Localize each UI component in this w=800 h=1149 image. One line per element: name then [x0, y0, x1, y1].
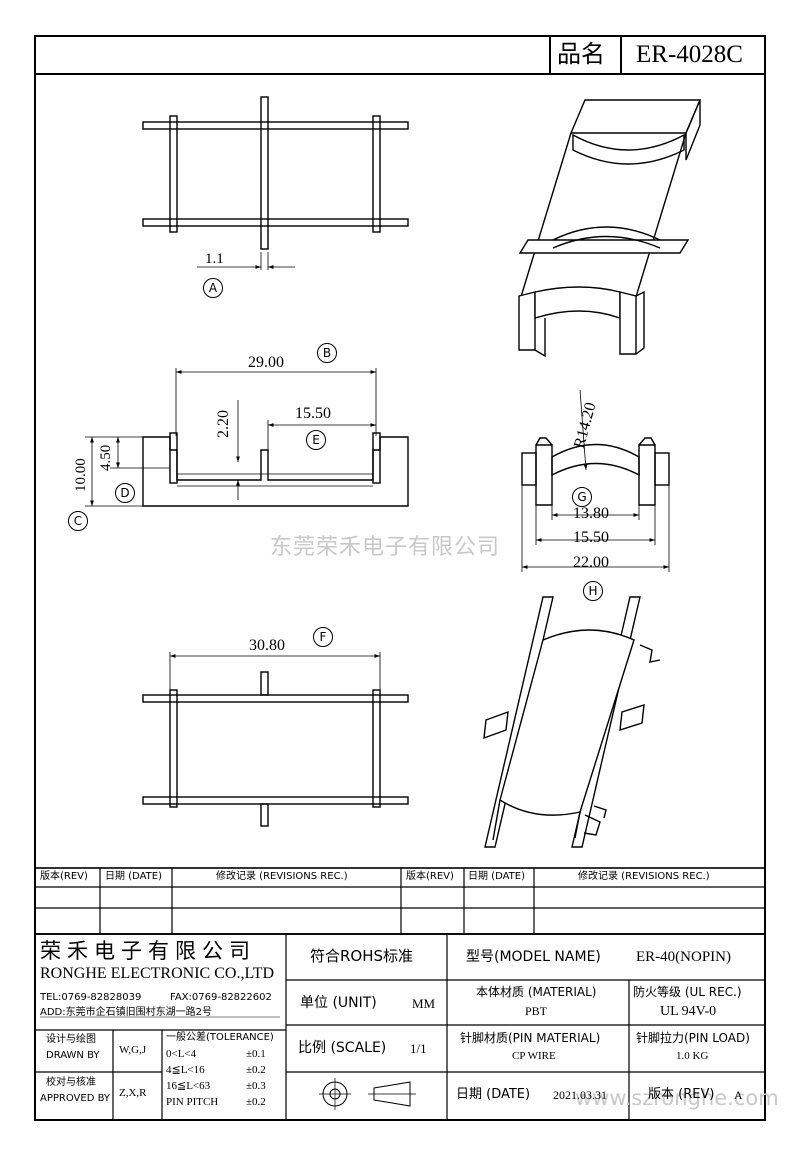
dim-g-outer: 22.00: [573, 554, 609, 571]
iso-view-lower: [483, 596, 661, 848]
dim-b-slot-depth: 2.20: [215, 410, 232, 438]
designer-label-cn: 设计与绘图: [46, 1034, 96, 1045]
approver-label-cn: 校对与核准: [46, 1077, 96, 1088]
fire-rating-value: UL 94V-0: [660, 1004, 717, 1019]
callout-b: B: [317, 343, 337, 363]
dim-b-overall: 29.00: [248, 354, 284, 371]
approver-value: Z,X,R: [119, 1087, 147, 1099]
part-name-label: 品名: [557, 40, 605, 68]
rev-header-rev-2: 版本(REV): [406, 871, 454, 882]
designer-value: W,G,J: [119, 1044, 147, 1056]
tolerance-range-4: PIN PITCH: [166, 1096, 219, 1108]
view-a-top: [142, 96, 409, 270]
callout-e: E: [306, 430, 326, 450]
view-g-side: [521, 389, 670, 572]
rev-header-date-2: 日期 (DATE): [468, 871, 525, 882]
callout-f: F: [313, 627, 333, 647]
tolerance-title: 一般公差(TOLERANCE): [166, 1032, 274, 1043]
company-tel: TEL:0769-82828039: [40, 992, 142, 1003]
tolerance-range-1: 0<L<4: [166, 1048, 197, 1060]
view-b-front: [85, 368, 409, 507]
pin-load-label: 针脚拉力(PIN LOAD): [636, 1031, 750, 1045]
company-fax: FAX:0769-82822602: [170, 992, 272, 1003]
unit-value: MM: [412, 996, 436, 1011]
dim-b-inner: 15.50: [295, 405, 331, 422]
sheet-frame: [34, 35, 766, 1121]
callout-d: D: [115, 483, 135, 503]
company-address: ADD:东莞市企石镇旧围村东湖一路2号: [40, 1007, 212, 1018]
title-block-grid: [35, 933, 765, 1120]
rev-value: A: [734, 1088, 743, 1102]
date-label: 日期 (DATE): [456, 1087, 531, 1102]
revision-table: [34, 867, 766, 935]
view-f-bottom: [142, 652, 409, 827]
dim-a-pin-width: 1.1: [205, 251, 224, 267]
dim-g-mid: 15.50: [573, 529, 609, 546]
model-label: 型号(MODEL NAME): [466, 949, 601, 965]
rev-header-rec-1: 修改记录 (REVISIONS REC.): [216, 871, 348, 882]
scale-label: 比例 (SCALE): [298, 1040, 387, 1056]
rev-header-date-1: 日期 (DATE): [105, 871, 162, 882]
company-name-cn: 荣禾电子有限公司: [40, 939, 256, 963]
pin-load-value: 1.0 KG: [676, 1050, 709, 1062]
tolerance-range-2: 4≦L<16: [166, 1064, 205, 1076]
iso-view-upper: [518, 99, 702, 358]
designer-label-en: DRAWN BY: [46, 1050, 100, 1061]
callout-g: G: [572, 487, 592, 507]
pin-material-value: CP WIRE: [512, 1050, 556, 1062]
approver-label-en: APPROVED BY: [40, 1093, 111, 1104]
watermark-url: www.szronghe.com: [575, 1086, 779, 1110]
date-value: 2021.03.31: [553, 1088, 607, 1102]
rohs-compliance: 符合ROHS标准: [310, 947, 414, 965]
rev-label: 版本 (REV): [648, 1087, 715, 1102]
unit-label: 单位 (UNIT): [300, 995, 377, 1011]
watermark-company: 东莞荣禾电子有限公司: [270, 535, 501, 560]
tolerance-value-1: ±0.1: [246, 1048, 266, 1060]
dim-b-height: 10.00: [73, 458, 89, 492]
tolerance-range-3: 16≦L<63: [166, 1080, 211, 1092]
callout-a: A: [203, 278, 223, 298]
tolerance-value-2: ±0.2: [246, 1064, 266, 1076]
fire-rating-label: 防火等级 (UL REC.): [633, 985, 742, 999]
rev-header-rev-1: 版本(REV): [40, 871, 88, 882]
dim-b-flange: 4.50: [98, 444, 114, 471]
material-label: 本体材质 (MATERIAL): [476, 985, 597, 999]
part-number: ER-4028C: [636, 41, 743, 68]
scale-value: 1/1: [410, 1041, 427, 1056]
dim-f-overall: 30.80: [249, 637, 285, 654]
rev-header-rec-2: 修改记录 (REVISIONS REC.): [578, 871, 710, 882]
model-value: ER-40(NOPIN): [636, 949, 731, 965]
dim-g-inner: 13.80: [573, 505, 609, 522]
company-name-en: RONGHE ELECTRONIC CO.,LTD: [40, 965, 275, 982]
callout-h: H: [583, 581, 603, 601]
tolerance-value-3: ±0.3: [246, 1080, 266, 1092]
callout-c: C: [68, 511, 88, 531]
pin-material-label: 针脚材质(PIN MATERIAL): [460, 1031, 601, 1045]
tolerance-value-4: ±0.2: [246, 1096, 266, 1108]
material-value: PBT: [525, 1004, 548, 1018]
